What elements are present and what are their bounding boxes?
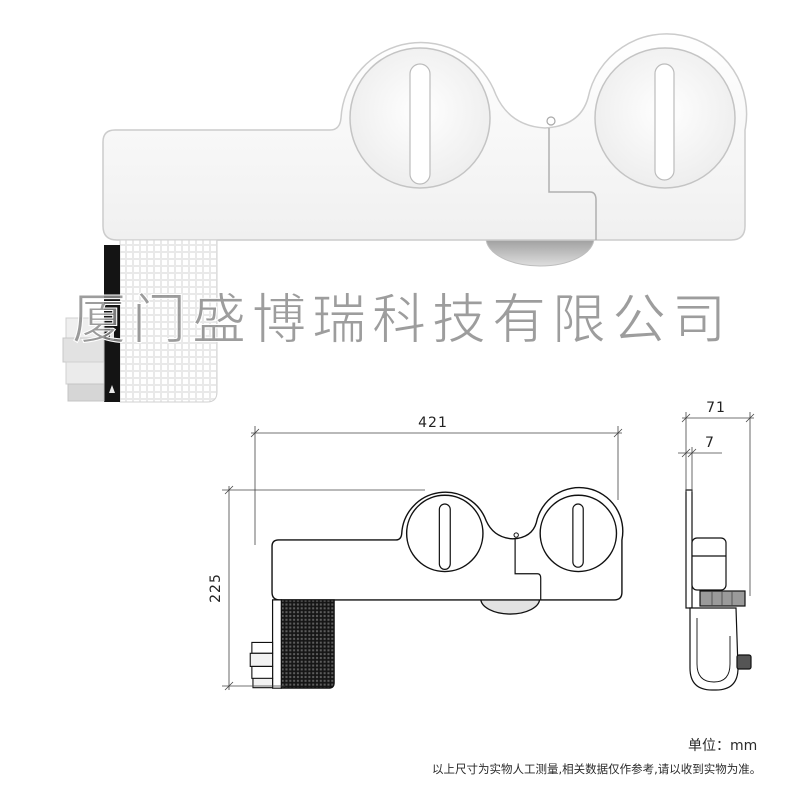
product-render: 厦门盛博瑞科技有限公司	[62, 33, 748, 403]
plate-tick	[681, 448, 691, 458]
depth-tick	[745, 413, 755, 423]
front-hose-loop	[514, 533, 518, 537]
render-label-arrow	[109, 385, 115, 393]
measurement-note: 以上尺寸为实物人工测量,相关数据仅作参考,请以收到实物为准。	[432, 762, 762, 776]
render-hose-loop	[546, 116, 556, 126]
side-valve	[736, 654, 752, 670]
front-mesh-panel	[281, 600, 334, 688]
depth-tick	[681, 413, 691, 423]
render-label-strip	[104, 245, 120, 402]
render-left-knob-slot	[409, 63, 431, 185]
render-hose-line	[548, 128, 597, 240]
render-mesh-panel	[119, 239, 218, 403]
width-tick	[613, 428, 623, 438]
render-right-knob-slot	[654, 63, 675, 181]
render-water-connector	[62, 317, 105, 402]
side-mount-plate	[685, 489, 693, 609]
side-knob-housing	[691, 537, 727, 591]
height-tick	[224, 681, 234, 691]
front-bottom-bump	[481, 599, 540, 614]
side-pipe	[699, 590, 746, 607]
side-lower-body	[689, 607, 739, 691]
connector-band	[253, 678, 273, 687]
front-hose-line	[515, 539, 541, 600]
depth-dimension-label: 71	[706, 400, 726, 416]
front-label-strip	[273, 600, 282, 688]
side-lower-body-detail	[696, 618, 731, 683]
width-tick	[250, 428, 260, 438]
side-view	[685, 489, 752, 691]
connector-band	[65, 361, 105, 385]
watermark-text: 厦门盛博瑞科技有限公司	[72, 288, 732, 351]
connector-band	[67, 383, 105, 402]
render-label-mark	[110, 328, 114, 340]
render-bottom-bump	[485, 237, 595, 267]
plate-dimension-label: 7	[705, 435, 715, 451]
height-tick	[224, 485, 234, 495]
connector-band	[252, 666, 273, 678]
dimension-lines	[222, 412, 755, 691]
height-dimension-label: 225	[208, 573, 224, 603]
plate-tick	[687, 448, 697, 458]
front-right-knob-slot	[573, 504, 583, 567]
width-dimension-label: 421	[418, 415, 448, 431]
connector-band	[252, 642, 273, 653]
front-water-connector	[250, 642, 272, 687]
front-left-knob-slot	[439, 504, 450, 569]
unit-label: 单位：mm	[688, 738, 758, 754]
front-view	[250, 488, 623, 689]
connector-band	[250, 653, 272, 666]
